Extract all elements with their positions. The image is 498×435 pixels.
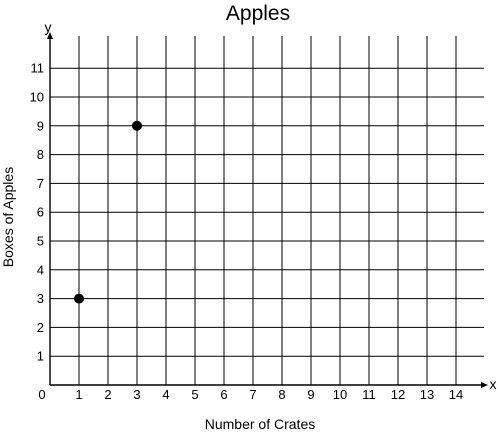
y-tick-label: 4 bbox=[37, 262, 44, 277]
x-tick-label: 8 bbox=[278, 387, 285, 402]
y-tick-label: 5 bbox=[37, 234, 44, 249]
x-tick-label: 4 bbox=[162, 387, 169, 402]
x-tick-label: 14 bbox=[449, 387, 463, 402]
data-point-2 bbox=[132, 120, 142, 131]
chart-title: Apples bbox=[226, 2, 290, 25]
y-tick-label: 2 bbox=[37, 320, 44, 335]
y-axis-arrow bbox=[47, 32, 53, 39]
axes bbox=[47, 32, 488, 388]
data-points bbox=[74, 120, 142, 304]
x-axis-letter: x bbox=[490, 376, 497, 392]
y-axis-letter: y bbox=[45, 19, 52, 35]
x-tick-label: 2 bbox=[104, 387, 111, 402]
y-tick-label: 6 bbox=[37, 205, 44, 220]
grid bbox=[50, 36, 484, 385]
y-tick-label: 7 bbox=[37, 176, 44, 191]
x-tick-label: 6 bbox=[220, 387, 227, 402]
x-tick-label: 13 bbox=[420, 387, 434, 402]
y-tick-label: 3 bbox=[37, 291, 44, 306]
y-axis-label: Boxes of Apples bbox=[0, 167, 16, 267]
x-tick-label: 5 bbox=[191, 387, 198, 402]
y-tick-label: 10 bbox=[30, 90, 44, 105]
x-tick-label: 10 bbox=[333, 387, 347, 402]
x-tick-label: 12 bbox=[391, 387, 405, 402]
x-axis-label: Number of Crates bbox=[205, 416, 315, 432]
y-tick-label: 9 bbox=[37, 118, 44, 133]
y-tick-label: 8 bbox=[37, 147, 44, 162]
x-tick-label: 3 bbox=[133, 387, 140, 402]
x-axis-arrow bbox=[481, 382, 488, 388]
x-tick-label: 1 bbox=[75, 387, 82, 402]
origin-label: 0 bbox=[38, 387, 45, 402]
y-tick-label: 11 bbox=[31, 61, 45, 76]
data-point-1 bbox=[74, 293, 84, 304]
y-tick-label: 1 bbox=[37, 349, 44, 364]
x-tick-label: 11 bbox=[362, 387, 376, 402]
x-tick-label: 9 bbox=[307, 387, 314, 402]
x-tick-label: 7 bbox=[249, 387, 256, 402]
